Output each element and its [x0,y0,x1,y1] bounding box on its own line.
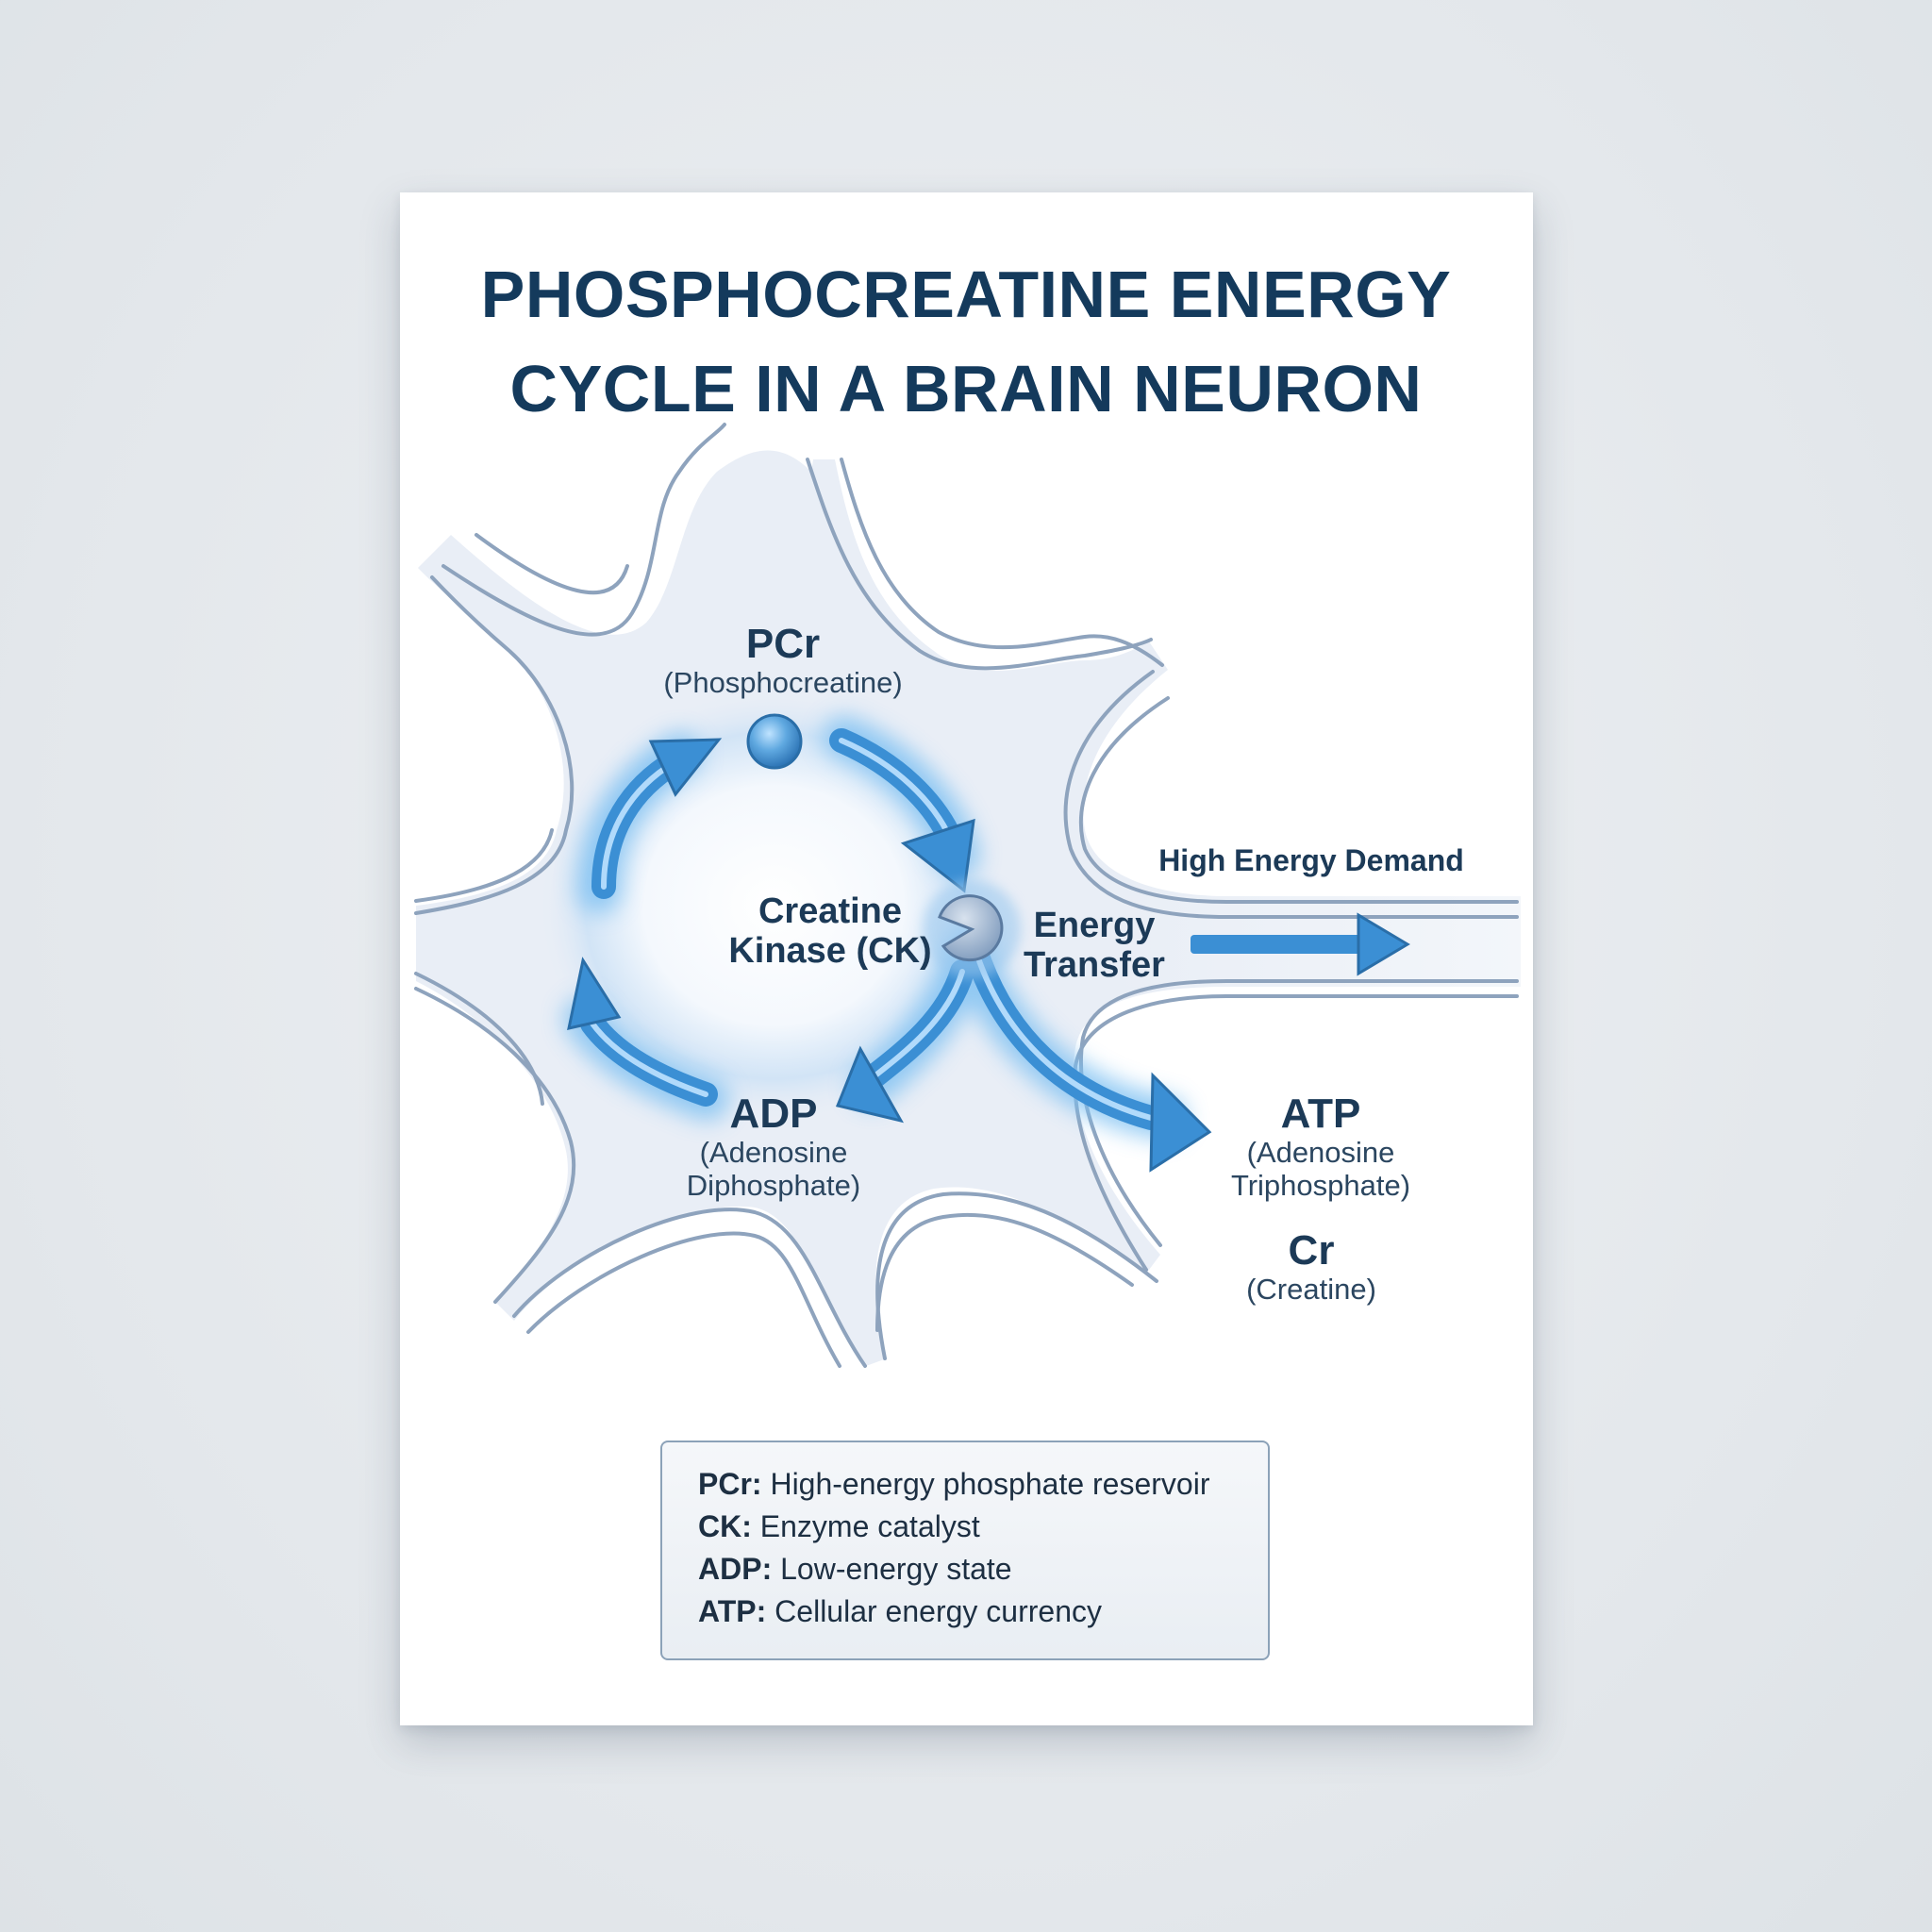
arrow-head-pcr-ck [900,818,975,893]
neuron-membrane [414,423,1519,1368]
energy-transfer-label: Energy Transfer [1009,906,1179,985]
atp-fullname-line-2: Triphosphate) [1230,1169,1411,1202]
legend-text: Enzyme catalyst [759,1509,980,1543]
cr-name: Cr [1288,1227,1335,1274]
legend-key: ATP: [698,1594,767,1628]
cr-label: Cr (Creatine) [1217,1227,1406,1307]
legend-text: Low-energy state [780,1552,1012,1586]
title-line-2: CYCLE IN A BRAIN NEURON [509,352,1423,425]
ck-enzyme [938,894,1004,962]
energy-transfer-head [1357,912,1410,976]
adp-name: ADP [729,1091,818,1137]
title-line-1: PHOSPHOCREATINE ENERGY [480,258,1452,331]
legend-key: CK: [698,1509,752,1543]
pcr-molecule [746,713,803,770]
arrow-head-left-pcr [648,738,723,797]
page-title: PHOSPHOCREATINE ENERGY CYCLE IN A BRAIN … [0,247,1932,436]
legend-row-atp: ATP: Cellular energy currency [698,1591,1268,1633]
adp-fullname-line-2: Diphosphate) [686,1169,861,1202]
energy-transfer-shaft [1191,935,1370,954]
ck-line-1: Creatine [758,891,903,931]
legend-text: High-energy phosphate reservoir [770,1467,1210,1501]
ck-label: Creatine Kinase (CK) [698,891,962,971]
legend-row-ck: CK: Enzyme catalyst [698,1506,1268,1548]
arrow-head-adp-left [567,957,622,1030]
legend-key: ADP: [698,1552,773,1586]
cycle-arrows [563,716,1410,1173]
pcr-name: PCr [745,621,821,667]
cr-fullname: (Creatine) [1246,1273,1376,1306]
atp-name: ATP [1280,1091,1361,1137]
arrow-head-ck-atp [1149,1072,1212,1173]
arrow-head-ck-adp [835,1045,905,1124]
legend-key: PCr: [698,1467,762,1501]
adp-label: ADP (Adenosine Diphosphate) [641,1091,906,1203]
legend-text: Cellular energy currency [774,1594,1102,1628]
energy-transfer-line-2: Transfer [1024,945,1165,985]
high-energy-demand-label: High Energy Demand [1158,843,1464,877]
atp-label: ATP (Adenosine Triphosphate) [1189,1091,1453,1203]
legend-box: PCr: High-energy phosphate reservoir CK:… [660,1441,1270,1660]
adp-fullname-line-1: (Adenosine [699,1136,848,1169]
energy-transfer-line-1: Energy [1033,906,1156,945]
pcr-fullname: (Phosphocreatine) [663,666,903,699]
pcr-label: PCr (Phosphocreatine) [641,621,924,700]
legend-row-adp: ADP: Low-energy state [698,1548,1268,1591]
atp-fullname-line-1: (Adenosine [1246,1136,1395,1169]
ck-line-2: Kinase (CK) [728,931,932,971]
legend-row-pcr: PCr: High-energy phosphate reservoir [698,1463,1268,1506]
